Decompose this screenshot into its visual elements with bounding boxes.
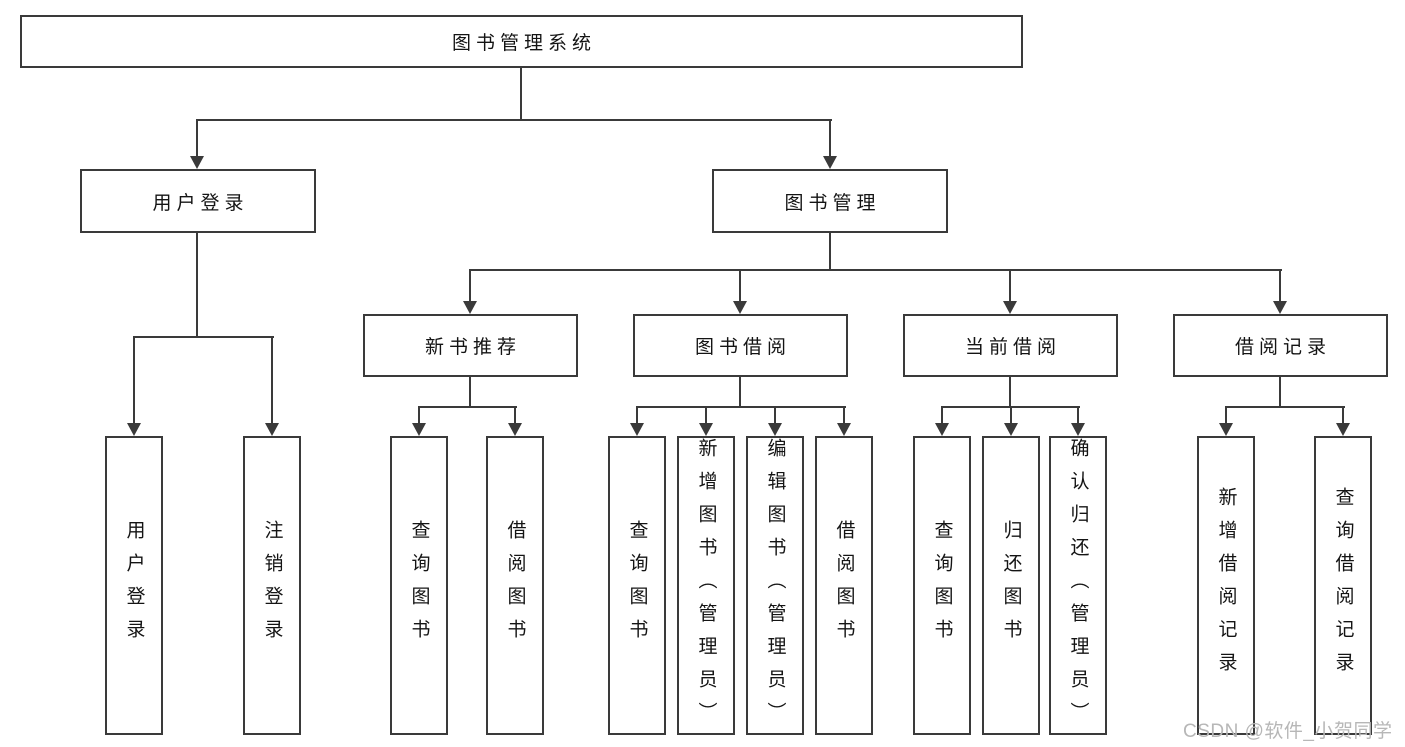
arrowhead-down-icon [630,423,644,436]
csdn-watermark: CSDN @软件_小贺同学 [1183,721,1393,742]
connector-to-bookmgmt [829,119,831,157]
leaf-query-borrow-record-label: 查询借阅记录 [1332,486,1354,685]
leaf-confirm-return-admin-label: 确认归还（管理员） [1067,438,1089,735]
arrowhead-down-icon [1004,423,1018,436]
arrowhead-down-icon [1003,301,1017,314]
connector-newbooks-bar [418,406,517,408]
leaf-query-books-3: 查询图书 [913,436,971,735]
connector-current-trunk [1009,376,1011,407]
node-new-book-recommend-label: 新书推荐 [424,337,521,358]
connector-bookmgmt-trunk [829,232,831,270]
leaf-borrow-books-1: 借阅图书 [486,436,544,735]
leaf-query-books-1-label: 查询图书 [408,519,430,652]
connector-records-bar [1225,406,1345,408]
connector-login-trunk [196,232,198,337]
connector-to-leaf [133,336,135,424]
leaf-borrow-books-2-label: 借阅图书 [833,519,855,652]
connector-level2-bar [469,269,1282,271]
arrowhead-down-icon [768,423,782,436]
connector-login-bar [133,336,274,338]
leaf-query-books-2: 查询图书 [608,436,666,735]
connector-records-trunk [1279,376,1281,407]
leaf-logout: 注销登录 [243,436,301,735]
connector-to-leaf [1342,406,1344,424]
leaf-confirm-return-admin: 确认归还（管理员） [1049,436,1107,735]
leaf-query-books-2-label: 查询图书 [626,519,648,652]
arrowhead-down-icon [412,423,426,436]
leaf-query-books-1: 查询图书 [390,436,448,735]
node-book-management-label: 图书管理 [784,192,881,214]
node-root: 图书管理系统 [20,15,1023,68]
node-book-management: 图书管理 [712,169,948,233]
connector-to-login [196,119,198,157]
connector-to-current [1009,269,1011,302]
leaf-logout-label: 注销登录 [261,519,283,652]
leaf-edit-books-admin-label: 编辑图书（管理员） [764,438,786,735]
leaf-borrow-books-2: 借阅图书 [815,436,873,735]
arrowhead-down-icon [699,423,713,436]
leaf-query-borrow-record: 查询借阅记录 [1314,436,1372,735]
connector-to-leaf [1077,406,1079,424]
leaf-return-books: 归还图书 [982,436,1040,735]
connector-to-leaf [1010,406,1012,424]
arrowhead-down-icon [1273,301,1287,314]
node-book-borrow: 图书借阅 [633,314,848,377]
leaf-query-books-3-label: 查询图书 [931,519,953,652]
arrowhead-down-icon [508,423,522,436]
connector-to-records [1279,269,1281,302]
node-book-borrow-label: 图书借阅 [694,337,791,358]
leaf-borrow-books-1-label: 借阅图书 [504,519,526,652]
connector-to-leaf [774,406,776,424]
connector-to-leaf [418,406,420,424]
arrowhead-down-icon [1336,423,1350,436]
leaf-user-login: 用户登录 [105,436,163,735]
arrowhead-down-icon [127,423,141,436]
node-borrow-records-label: 借阅记录 [1234,337,1331,358]
node-current-borrow-label: 当前借阅 [964,337,1061,358]
node-new-book-recommend: 新书推荐 [363,314,578,377]
node-current-borrow: 当前借阅 [903,314,1118,377]
arrowhead-down-icon [265,423,279,436]
connector-to-leaf [705,406,707,424]
leaf-add-books-admin-label: 新增图书（管理员） [695,438,717,735]
connector-borrow-trunk [739,376,741,407]
leaf-edit-books-admin: 编辑图书（管理员） [746,436,804,735]
leaf-user-login-label: 用户登录 [123,519,145,652]
node-user-login: 用户登录 [80,169,316,233]
arrowhead-down-icon [823,156,837,169]
leaf-add-borrow-record-label: 新增借阅记录 [1215,486,1237,685]
node-root-label: 图书管理系统 [451,33,596,54]
connector-to-leaf [1225,406,1227,424]
leaf-add-books-admin: 新增图书（管理员） [677,436,735,735]
connector-to-leaf [636,406,638,424]
arrowhead-down-icon [733,301,747,314]
connector-to-leaf [514,406,516,424]
arrowhead-down-icon [190,156,204,169]
leaf-add-borrow-record: 新增借阅记录 [1197,436,1255,735]
connector-to-leaf [271,336,273,424]
arrowhead-down-icon [935,423,949,436]
connector-to-leaf [941,406,943,424]
node-borrow-records: 借阅记录 [1173,314,1388,377]
connector-to-leaf [843,406,845,424]
connector-to-newbooks [469,269,471,302]
connector-newbooks-trunk [469,376,471,407]
leaf-return-books-label: 归还图书 [1000,519,1022,652]
connector-to-borrow [739,269,741,302]
arrowhead-down-icon [1219,423,1233,436]
node-user-login-label: 用户登录 [152,192,249,214]
connector-borrow-bar [636,406,846,408]
arrowhead-down-icon [463,301,477,314]
connector-level1-bar [196,119,832,121]
connector-root-trunk [520,66,522,120]
arrowhead-down-icon [837,423,851,436]
arrowhead-down-icon [1071,423,1085,436]
